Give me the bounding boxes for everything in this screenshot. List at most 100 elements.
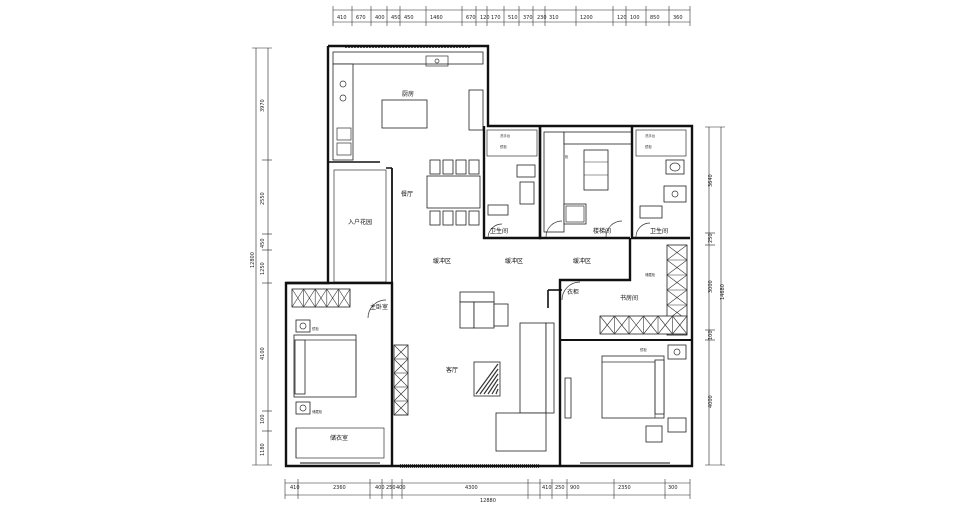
dim-right-3: 3000 (708, 280, 714, 293)
dim-left-6: 100 (260, 414, 266, 424)
room-buffer-2: 缓冲区 (505, 257, 523, 265)
room-closet-a: 衣柜 (567, 288, 579, 296)
drafting-line (487, 378, 499, 395)
kitchen: 厨房 (328, 51, 484, 163)
drafting-line (393, 400, 409, 416)
dim-bottom-11: 300 (668, 485, 678, 491)
annotation-cabinet-center: 柜 (565, 154, 569, 159)
dim-bottom-2: 2360 (333, 485, 346, 491)
left-dimension-chain: 3970 2550 450 1250 4100 100 1180 12800 (250, 47, 272, 466)
center-closet: 柜 楼梯间 (538, 126, 633, 240)
annotation-washbasin-left: 洗手台 (500, 133, 511, 138)
right-bedroom: 镜柜 (560, 339, 692, 443)
dim-bottom-10: 2350 (618, 485, 631, 491)
dim-top-5: 450 (404, 15, 414, 21)
dim-left-5: 4100 (260, 347, 266, 360)
living-room: 客厅 (446, 289, 562, 452)
annotation-mirror-bedroom-right: 镜柜 (640, 347, 647, 352)
dim-right-2: 250 (708, 233, 714, 243)
left-bathroom: 卫生间 洗手台 镜柜 (482, 126, 542, 240)
drafting-line (666, 244, 688, 261)
dim-left-3: 450 (260, 238, 266, 248)
right-bathroom: 卫生间 洗手台 镜柜 (630, 126, 690, 240)
annotation-washbasin-right: 洗手台 (645, 133, 656, 138)
dim-right-total: 14680 (720, 284, 726, 300)
dim-bottom-7: 410 (542, 485, 552, 491)
drafting-line (495, 388, 499, 395)
drafting-line (303, 288, 316, 308)
drafting-line (393, 358, 409, 374)
room-kitchen: 厨房 (402, 90, 414, 98)
dim-top-1: 410 (337, 15, 347, 21)
room-cloakroom: 储衣室 (330, 434, 348, 442)
right-dimension-chain: 3640 250 3000 100 4000 14680 (705, 126, 726, 466)
interior-walls (386, 167, 393, 300)
drafting-line (483, 373, 499, 395)
entry-hall: 入户花园 (333, 169, 387, 283)
drafting-line (599, 315, 615, 335)
top-dimension-chain: 410 670 400 450 450 1460 670 120 170 510… (332, 6, 691, 26)
dim-left-2: 2550 (260, 192, 266, 205)
drafting-line (393, 372, 409, 388)
dim-left-total: 12800 (250, 252, 256, 268)
annotation-wardrobe-master: 储藏柜 (312, 409, 323, 414)
room-entry-hall: 入户花园 (348, 218, 372, 226)
room-bath-left: 卫生间 (490, 227, 508, 235)
room-master: 主卧室 (370, 303, 388, 311)
room-stair: 楼梯间 (593, 227, 611, 235)
dim-bottom-3: 400 (375, 485, 385, 491)
drafting-line (657, 315, 673, 335)
drafting-line (393, 386, 409, 402)
dim-right-5: 4000 (708, 395, 714, 408)
dining-area: 餐厅 (401, 159, 481, 226)
dim-right-4: 100 (708, 330, 714, 340)
annotation-mirror-right: 镜柜 (645, 144, 652, 149)
dim-top-16: 100 (630, 15, 640, 21)
dim-bottom-8: 250 (555, 485, 565, 491)
room-living: 客厅 (446, 366, 458, 374)
room-buffer-1: 缓冲区 (433, 257, 451, 265)
drafting-line (666, 259, 688, 276)
dim-bottom-6: 4300 (465, 485, 478, 491)
drafting-line (314, 288, 328, 308)
drafting-line (628, 315, 644, 335)
dim-top-7: 670 (466, 15, 476, 21)
dim-left-4: 1250 (260, 262, 266, 275)
bottom-dimension-chain: 410 2360 400 250 400 4300 410 250 900 23… (284, 479, 691, 504)
drafting-line (475, 363, 499, 395)
dim-bottom-4: 250 (386, 485, 396, 491)
dim-bottom-5: 400 (396, 485, 406, 491)
drafting-line (479, 368, 499, 395)
dim-bottom-1: 410 (290, 485, 300, 491)
drafting-line (326, 288, 339, 308)
drafting-line (338, 288, 351, 308)
dim-top-2: 670 (356, 15, 366, 21)
dim-top-11: 370 (523, 15, 533, 21)
dim-top-8: 120 (480, 15, 490, 21)
dim-left-7: 1180 (260, 443, 266, 456)
dim-top-10: 510 (508, 15, 518, 21)
dim-top-9: 170 (491, 15, 501, 21)
dim-bottom-total: 12880 (480, 498, 496, 504)
dim-top-3: 400 (375, 15, 385, 21)
drafting-line (614, 315, 630, 335)
dim-left-1: 3970 (260, 99, 266, 112)
dim-top-14: 1200 (580, 15, 593, 21)
drafting-line (491, 383, 499, 395)
drafting-line (291, 288, 304, 308)
dim-right-1: 3640 (708, 174, 714, 187)
room-study: 书房间 (620, 294, 638, 302)
dim-top-12: 230 (537, 15, 547, 21)
drafting-line (672, 315, 688, 335)
dim-top-13: 310 (549, 15, 559, 21)
annotation-mirror-left: 镜柜 (500, 144, 507, 149)
dim-top-6: 1460 (430, 15, 443, 21)
right-storage: 衣柜 书房间 储藏柜 (558, 238, 688, 466)
dim-top-17: 850 (650, 15, 660, 21)
master-bedroom: 主卧室 储衣室 镜柜 储藏柜 (286, 281, 409, 466)
annotation-wardrobe-right: 储藏柜 (645, 272, 656, 277)
annotation-mirror-master: 镜柜 (312, 326, 319, 331)
room-dining: 餐厅 (401, 190, 413, 198)
dim-top-4: 450 (391, 15, 401, 21)
